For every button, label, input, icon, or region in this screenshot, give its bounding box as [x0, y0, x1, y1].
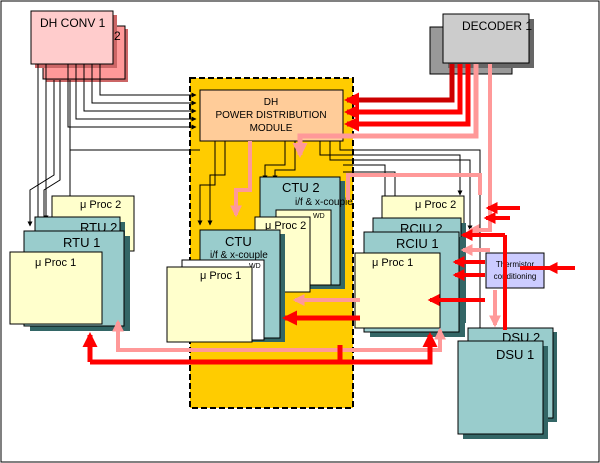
- decoder-1-label: DECODER 1: [462, 19, 532, 33]
- dsu-unit: DSU 2 DSU 1: [457, 327, 557, 439]
- rtu-1-unit: RTU 1 μ Proc 1: [9, 230, 130, 331]
- rtu-2-proc-label: μ Proc 2: [80, 199, 121, 211]
- pdm-distribution-wires: [69, 141, 483, 336]
- ctu-1-wd-label: WD: [249, 263, 261, 270]
- ctu-2-subtitle: i/f & x-couple: [295, 197, 353, 208]
- rciu-1-unit: RCIU 1 μ Proc 1: [354, 231, 465, 337]
- rciu-1-title: RCIU 1: [396, 236, 439, 251]
- ctu-1-proc-box: [166, 266, 253, 343]
- rciu-1-proc-label: μ Proc 1: [372, 257, 413, 269]
- ctu-2-proc-label: μ Proc 2: [265, 220, 306, 232]
- thermistor-conditioning: Thermistor conditioning: [485, 252, 545, 289]
- dh-conv-1-box: [30, 10, 114, 65]
- dhconv-to-pdm-wires: [67, 64, 197, 130]
- pdm-label-line1: DH: [264, 97, 278, 108]
- ctu-2-wd-label: WD: [313, 213, 325, 220]
- rtu-1-proc-label: μ Proc 1: [35, 257, 76, 269]
- dh-conv-1-label: DH CONV 1: [40, 16, 106, 30]
- power-distribution-module: DH POWER DISTRIBUTION MODULE: [199, 89, 344, 142]
- rciu-2-proc-label: μ Proc 2: [415, 199, 456, 211]
- thermistor-label-line2: conditioning: [494, 272, 537, 281]
- ctu-1-proc-label: μ Proc 1: [200, 270, 241, 282]
- decoder-1-box: [442, 13, 530, 64]
- ctu-2-title: CTU 2: [282, 180, 320, 195]
- pdm-label-line3: MODULE: [250, 123, 293, 134]
- decoder-block: DECODER 1: [429, 13, 534, 75]
- pdm-box: [199, 89, 344, 142]
- ctu-1-subtitle: i/f & x-couple: [210, 250, 268, 261]
- thermistor-box: [485, 252, 545, 289]
- dsu-1-box: [457, 340, 544, 435]
- thermistor-label-line1: Thermistor: [496, 260, 535, 269]
- decoder-to-pdm-power: [292, 64, 492, 200]
- ctu-1-unit: CTU i/f & x-couple WD μ Proc 1: [166, 229, 285, 343]
- pdm-label-line2: POWER DISTRIBUTION: [215, 110, 326, 121]
- rtu-1-title: RTU 1: [63, 235, 100, 250]
- rciu-1-proc-box: [354, 252, 441, 329]
- power-lines: [82, 141, 575, 365]
- dh-conv-2-label: 2: [114, 29, 121, 43]
- ctu-1-title: CTU: [225, 234, 252, 249]
- rtu-1-proc-box: [9, 251, 103, 325]
- dsu-1-title: DSU 1: [496, 347, 534, 362]
